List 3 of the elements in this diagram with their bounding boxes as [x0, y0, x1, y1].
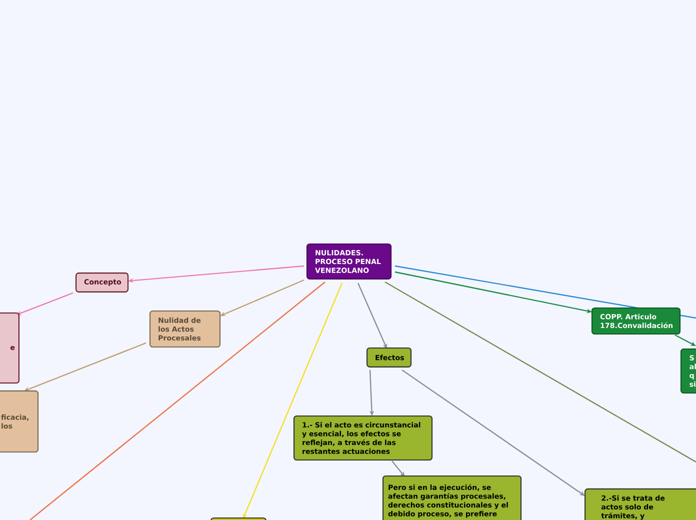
connector-arrow	[392, 460, 405, 477]
topic-box	[210, 517, 267, 520]
connector-arrow	[402, 370, 585, 496]
